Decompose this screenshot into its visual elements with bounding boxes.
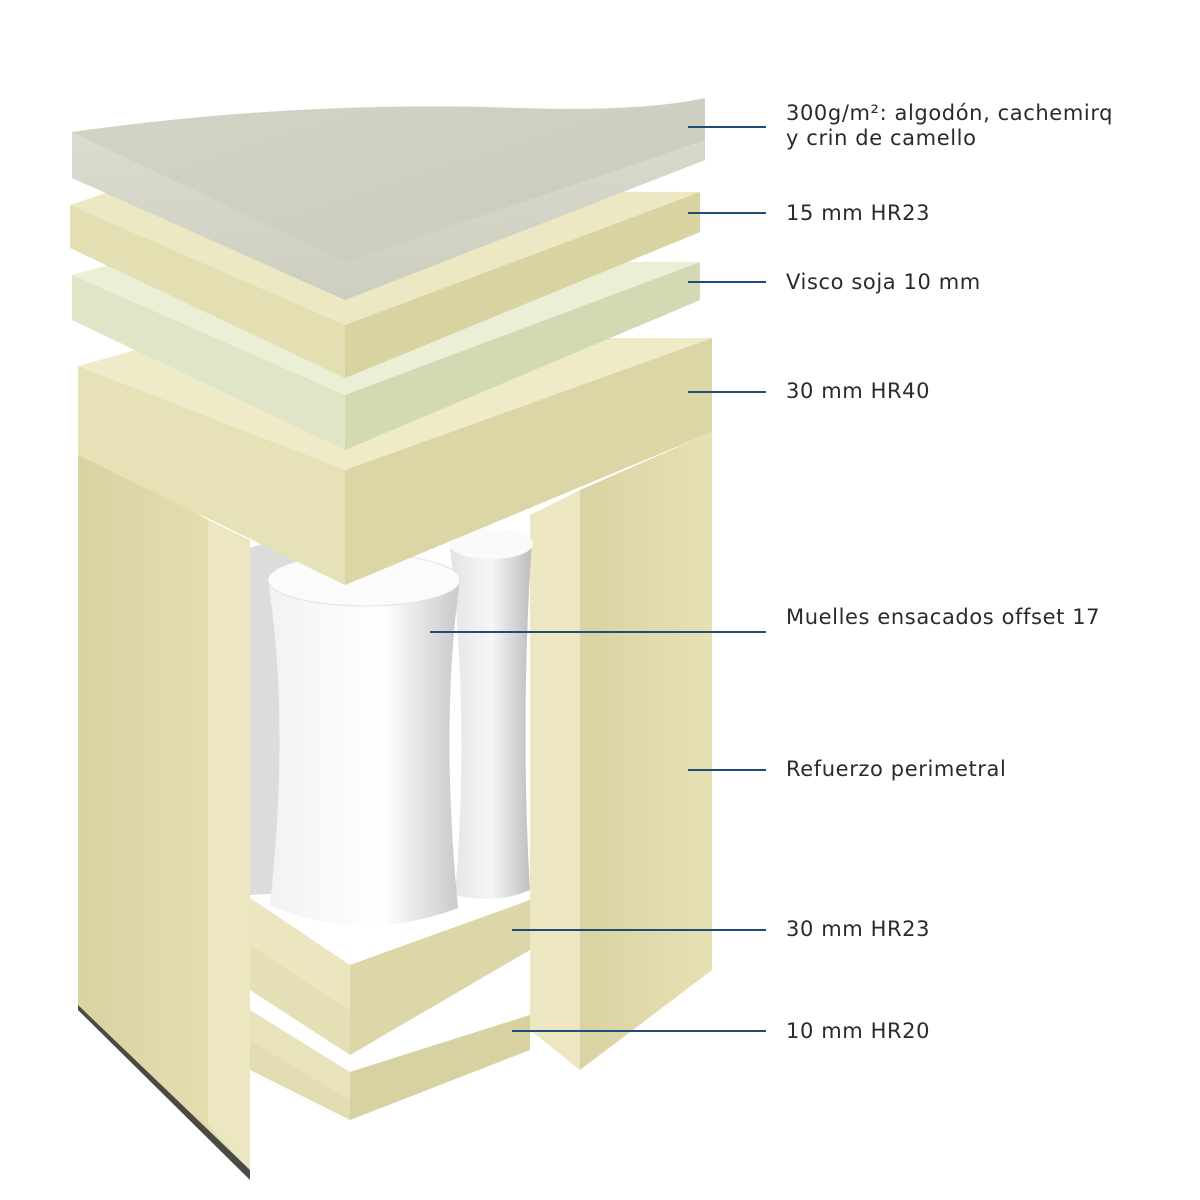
label-hr23-top: 15 mm HR23 (786, 201, 931, 225)
label-hr23-bottom: 30 mm HR23 (786, 917, 931, 941)
label-visco: Visco soja 10 mm (786, 270, 981, 294)
leader-lines (430, 126, 766, 1032)
label-cover: 300g/m²: algodón, cachemirq y crin de ca… (786, 101, 1113, 151)
label-springs: Muelles ensacados offset 17 (786, 605, 1101, 629)
label-perimeter: Refuerzo perimetral (786, 757, 1007, 781)
foam-hr23-bottom (250, 898, 530, 1055)
pocket-springs (250, 529, 533, 926)
label-hr20: 10 mm HR20 (786, 1019, 931, 1043)
cover-fabric (72, 98, 705, 300)
label-cover-line2: y crin de camello (786, 126, 977, 150)
label-hr40: 30 mm HR40 (786, 379, 931, 403)
label-cover-line1: 300g/m²: algodón, cachemirq (786, 101, 1114, 125)
foam-hr20 (250, 1010, 530, 1120)
perimeter-reinforcement (78, 432, 712, 1180)
